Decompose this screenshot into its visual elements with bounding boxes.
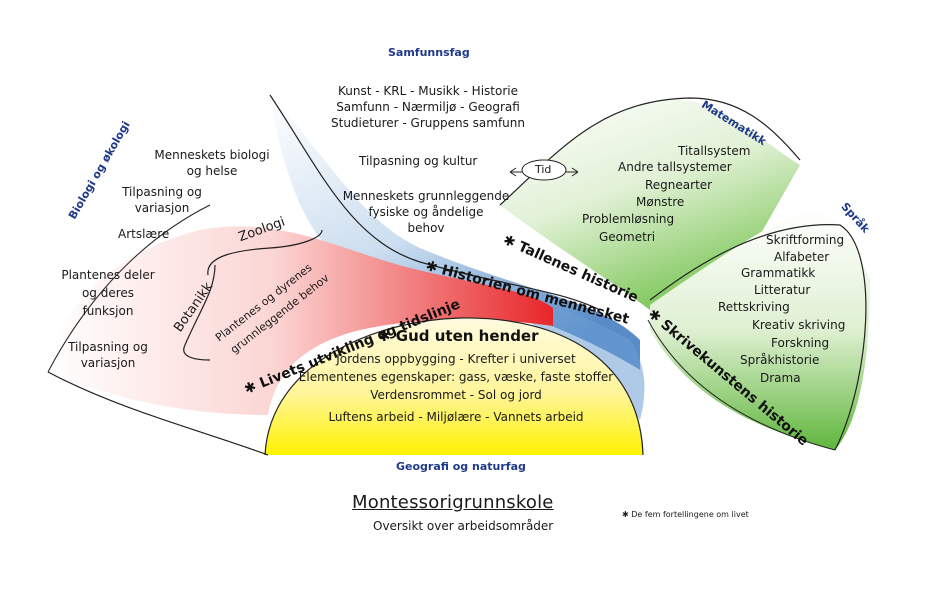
tilpB-line1: Tilpasning og [68, 340, 148, 354]
lang-item-1: Alfabeter [774, 250, 830, 264]
footnote: ✱ De fem fortellingene om livet [622, 510, 749, 519]
tilp-line1: Tilpasning og [122, 185, 202, 199]
outline-left [47, 371, 269, 456]
tid-label: Tid [535, 163, 552, 176]
bio-line2: og helse [186, 164, 238, 178]
tid-ellipse [521, 159, 567, 181]
tilp-line2: variasjon [134, 201, 190, 215]
behov-line3: behov [407, 221, 445, 235]
green-lang-region [650, 209, 870, 450]
math-item-3: Mønstre [636, 195, 685, 209]
lang-item-4: Rettskriving [718, 300, 790, 314]
lang-item-6: Forskning [771, 336, 830, 350]
page-title: Montessorigrunnskole [352, 492, 554, 513]
lang-item-8: Drama [760, 371, 801, 385]
geo-line4: Luftens arbeid - Miljølære - Vannets arb… [328, 410, 584, 424]
section-geografi: Geografi og naturfag [396, 460, 526, 473]
geo-line1: Jordens oppbygging - Krefter i universet [336, 352, 576, 366]
behov-line2: fysiske og åndelige [368, 205, 484, 219]
lang-item-5: Kreativ skriving [752, 318, 846, 332]
geo-line2: Elementenes egenskaper: gass, væske, fas… [298, 370, 614, 384]
outline-yellow [264, 317, 644, 456]
math-item-2: Regnearter [645, 178, 713, 192]
math-item-4: Problemløsning [582, 212, 675, 226]
lang-item-7: Språkhistorie [740, 353, 820, 367]
outline-lang-inner [647, 319, 836, 451]
bio-line1: Menneskets biologi [154, 148, 270, 162]
outline-bio-top2 [47, 204, 211, 373]
lang-item-0: Skriftforming [766, 233, 845, 247]
geo-line3: Verdensrommet - Sol og jord [370, 388, 542, 402]
blue-region [270, 95, 640, 370]
yellow-region [265, 317, 643, 455]
lang-item-2: Grammatikk [741, 266, 816, 280]
artslaere: Artslære [118, 227, 170, 241]
section-samfunnsfag: Samfunnsfag [388, 46, 470, 59]
behov-line1: Menneskets grunnleggende [342, 189, 510, 203]
lang-item-3: Litteratur [754, 283, 811, 297]
math-item-0: Titallsystem [678, 144, 751, 158]
plant-line1: Plantenes deler [61, 268, 155, 282]
math-item-5: Geometri [599, 230, 656, 244]
samfunn-line2: Samfunn - Nærmiljø - Geografi [336, 100, 520, 114]
math-item-1: Andre tallsystemer [618, 160, 732, 174]
red-region [48, 226, 553, 415]
tilpasning-kultur: Tilpasning og kultur [359, 154, 478, 168]
outline-bio-top [269, 94, 601, 311]
samfunn-line1: Kunst - KRL - Musikk - Historie [338, 84, 518, 98]
plant-line2: og deres [81, 286, 135, 300]
tilpB-line2: variasjon [80, 356, 136, 370]
story-gud: ✱ Gud uten hender [378, 327, 539, 345]
outline-lang [649, 224, 867, 451]
taxonomy-bracket [183, 229, 323, 361]
samfunn-line3: Studieturer - Gruppens samfunn [331, 116, 525, 130]
plant-line3: funksjon [82, 304, 134, 318]
page-subtitle: Oversikt over arbeidsområder [373, 519, 554, 533]
